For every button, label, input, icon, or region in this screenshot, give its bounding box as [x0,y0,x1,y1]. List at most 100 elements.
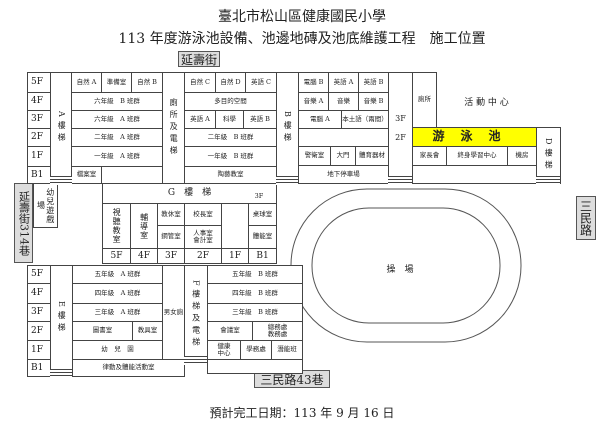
stair-b: B樓梯 [276,72,299,184]
room [412,165,537,184]
floor-label: 1F [27,340,52,360]
floor-label: 5F [27,265,52,284]
room: 準備室 [101,72,132,93]
floor-label: 2F [27,128,52,147]
room: 幼 兒 園 [72,340,163,360]
street-label-south: 三民路43巷 [254,370,330,388]
room: 一年級 B 班群 [184,146,277,167]
room: 多目的空間 [184,92,277,111]
room: 英語 A [328,72,359,93]
room: 二年級 A 班群 [71,128,163,147]
room: 健康 中心 [207,340,241,360]
school-title: 臺北市松山區健康國民小學 [218,9,386,25]
stair-steps [276,176,298,185]
room: 視聽教室 [102,203,131,249]
room: 地下停車場 [298,165,389,184]
room: 學務處 [240,340,272,360]
room: 圖書室 [72,321,133,341]
room: 四年級 A 班群 [72,283,163,304]
floor-label: 2F [27,321,52,341]
restroom: 廁所 [412,72,437,128]
floor-label: 3F [157,248,185,264]
room [298,128,389,147]
room: 六年級 A 班群 [71,110,163,129]
stair-steps [50,176,72,185]
room: 警衛室 [298,146,331,166]
room: 教休室 [157,203,185,226]
room [221,203,249,249]
room: 電腦 A [298,110,342,129]
room: 機房 [507,146,537,166]
room: 科學 [215,110,244,129]
room: 體育器材 [355,146,389,166]
room [101,166,163,184]
stair-g-floor: 3F [254,191,264,200]
stair-steps [184,356,207,365]
room: 輔導室 [130,203,158,249]
room: 總務處 教務處 [252,321,303,341]
stair-e: E樓梯 [50,265,73,370]
room: 三年級 B 班群 [207,303,303,322]
street-label-west: 延壽街314巷 [14,183,33,263]
floor-label: B1 [248,248,277,264]
room: 六年級 B 班群 [71,92,163,111]
project-title: 113 年度游泳池設備、池邊地磚及池底維護工程 施工位置 [118,31,486,47]
restroom-elevator: 廁所及電梯 [162,72,185,184]
room: 鋼管室 [157,225,185,249]
floor-label: 3F [27,303,52,322]
room: 一年級 A 班群 [71,146,163,167]
room: 律動及體能活動室 [72,359,185,377]
room: 家長會 [412,146,447,166]
room: 教具室 [132,321,163,341]
room: 英語 A [184,110,216,129]
floor-label: 5F [102,248,131,264]
room: 英語 C [245,72,277,93]
room: 自然 B [131,72,163,93]
room: 五年級 A 班群 [72,265,163,284]
room: 人事室 會計室 [184,225,222,249]
floor-3f-2f: 3F 2F [388,72,413,184]
floor-label: 1F [221,248,249,264]
room: 音樂 [328,92,359,111]
room: 會議室 [207,321,253,341]
room: 音樂 A [298,92,329,111]
room: 自然 D [215,72,246,93]
room: 五年級 B 班群 [207,265,303,284]
floor-label: 4F [27,92,52,111]
floor-label: 5F [27,72,52,93]
stair-a: A樓梯 [50,72,73,184]
restroom: 男女廁 [162,265,185,360]
stair-steps [536,176,560,185]
room: 英語 B [358,72,389,93]
room: 自然 A [71,72,102,93]
floor-label: 2F [184,248,222,264]
floor-label: 4F [27,283,52,304]
room: 桌球室 [248,203,277,226]
room: 校長室 [184,203,222,226]
stair-f: F樓梯及電梯 [184,265,208,364]
completion-date: 預計完工日期：113 年 9 月 16 日 [209,406,395,420]
floor-label: B1 [27,359,52,377]
room [207,359,303,374]
room: 體能室 [248,225,277,249]
stair-g: G 樓 梯 [102,183,277,204]
floor-label: B1 [27,166,52,184]
room: 三年級 A 班群 [72,303,163,322]
street-label-east: 三民路 [576,196,596,240]
floor-label: 1F [27,146,52,167]
playground-label: 操 場 [386,264,414,275]
room: 本土語（兩間） [341,110,389,129]
kids-playground: 幼兒遊戲場 [33,183,58,228]
room: 二年級 B 班群 [184,128,277,147]
room: 英語 B [243,110,277,129]
room: 終身學習中心 [446,146,508,166]
activity-center: 活 動 中 心 [464,97,509,108]
room: 檔案室 [71,166,102,184]
room: 電腦 B [298,72,329,93]
room: 音樂 B [358,92,389,111]
floor-label: 3F [27,110,52,129]
stair-d: D樓梯 [536,127,561,184]
room: 自然 C [184,72,216,93]
stair-steps [388,176,412,185]
room: 四年級 B 班群 [207,283,303,304]
